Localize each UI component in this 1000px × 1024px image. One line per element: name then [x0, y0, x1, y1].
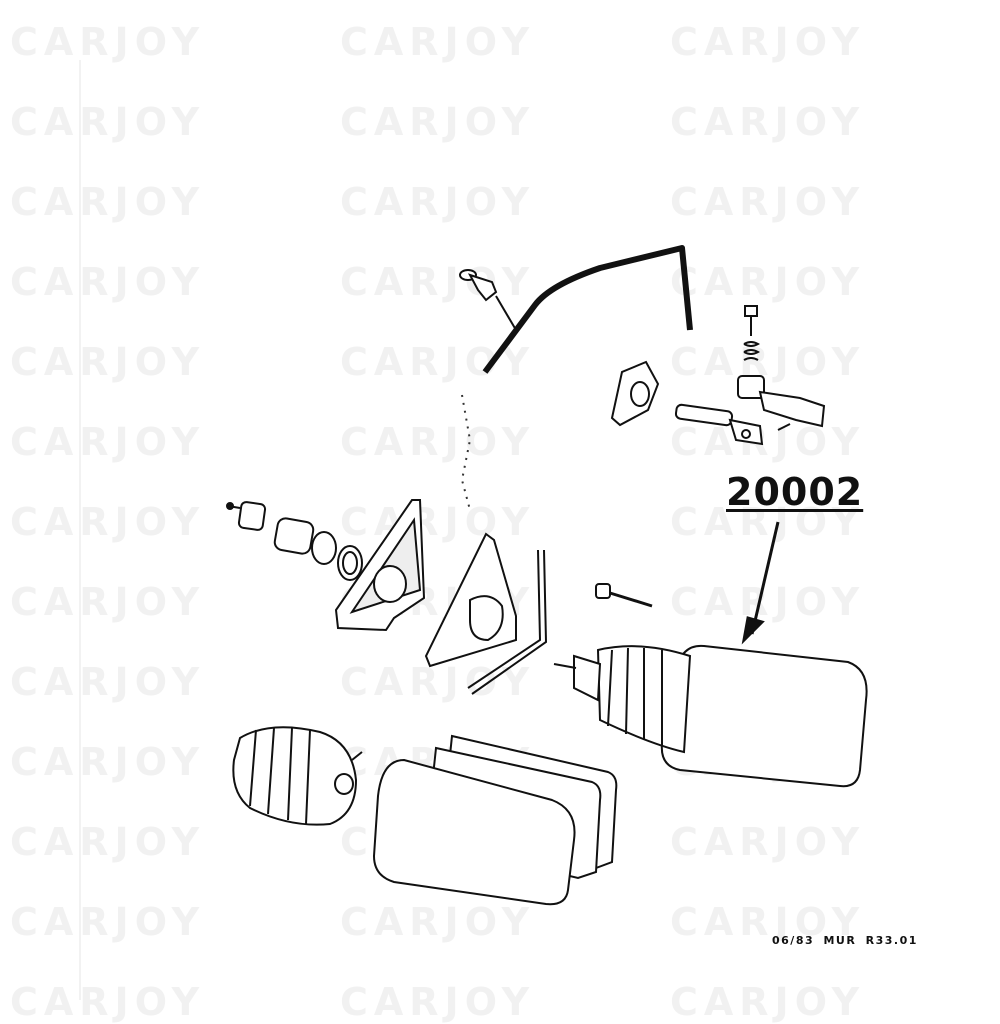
small-plug [595, 583, 653, 608]
mirror-bellows [232, 726, 363, 826]
callout-arrow [741, 521, 780, 645]
assembled-mirror [553, 644, 868, 788]
mirror-glass-plates [372, 734, 618, 906]
mirror-base-left [334, 499, 426, 632]
drawing-reference-code: 06/83 MUR R33.01 [772, 934, 918, 947]
mirror-parts-drawing [79, 60, 868, 1000]
door-outline [460, 394, 472, 511]
window-seal-strip [482, 245, 693, 374]
adjuster-assembly [610, 305, 826, 446]
mirror-gasket [424, 532, 548, 695]
part-number-label: 20002 [726, 470, 864, 514]
mounting-hardware [226, 501, 363, 581]
seal-clip [459, 269, 517, 331]
